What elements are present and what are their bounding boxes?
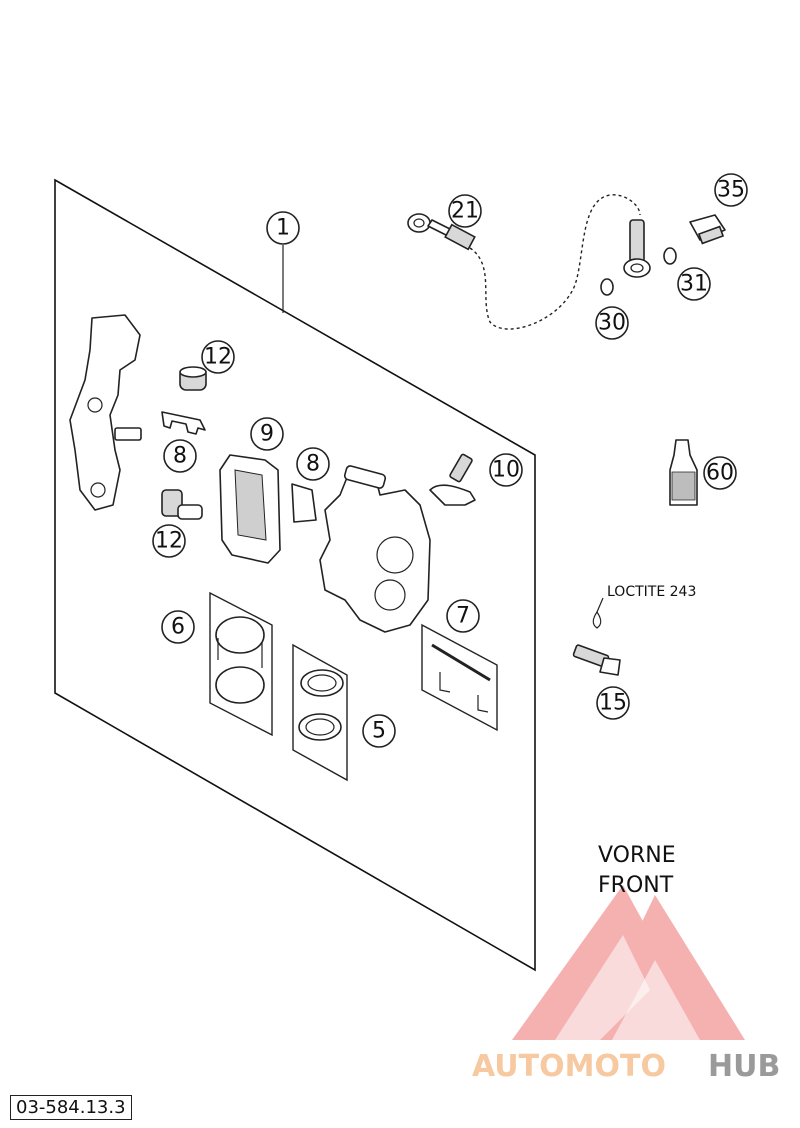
figure-code: 03-584.13.3 (10, 1095, 132, 1120)
svg-text:6: 6 (171, 615, 185, 640)
bolt-15 (572, 644, 621, 676)
clip-8-top (161, 411, 206, 435)
callout-31: 31 (677, 267, 711, 301)
svg-text:1: 1 (276, 216, 290, 241)
callout-8-right: 8 (296, 447, 330, 481)
pin-12-bottom (161, 489, 203, 520)
callout-21: 21 (448, 194, 482, 228)
svg-text:30: 30 (598, 311, 626, 336)
callout-10: 10 (489, 453, 523, 487)
callout-30: 30 (595, 306, 629, 340)
loctite-label: LOCTITE 243 (607, 584, 696, 600)
direction-label-en: FRONT (598, 873, 674, 898)
svg-text:31: 31 (680, 272, 708, 297)
kit-panel (54, 178, 536, 972)
svg-text:10: 10 (492, 458, 520, 483)
callout-12-top: 12 (201, 340, 235, 374)
pistons-kit-6 (209, 591, 273, 737)
svg-text:8: 8 (173, 444, 187, 469)
brake-pad-9 (219, 454, 281, 564)
svg-text:12: 12 (204, 345, 232, 370)
callout-6: 6 (161, 610, 195, 644)
callout-1: 1 (266, 211, 300, 245)
svg-text:7: 7 (456, 604, 470, 629)
clip-8-right (291, 483, 317, 523)
banjo-fitting-21 (407, 213, 476, 251)
svg-text:9: 9 (260, 422, 274, 447)
watermark-text-b: HUB (708, 1049, 780, 1084)
svg-text:12: 12 (155, 529, 183, 554)
svg-text:8: 8 (306, 452, 320, 477)
callout-8-left: 8 (163, 439, 197, 473)
loctite-drop (592, 610, 602, 629)
svg-text:60: 60 (706, 461, 734, 486)
callout-35: 35 (714, 173, 748, 207)
svg-text:35: 35 (717, 178, 745, 203)
caliper-body (319, 465, 431, 633)
callout-9: 9 (250, 417, 284, 451)
watermark-logo (512, 885, 745, 1040)
watermark-text-a: AUTOMOTO (472, 1049, 666, 1084)
brake-line (469, 194, 641, 330)
svg-text:21: 21 (451, 199, 479, 224)
callout-7: 7 (446, 599, 480, 633)
bushing-12-top (179, 366, 207, 391)
seals-kit-5 (292, 643, 348, 782)
callout-15: 15 (596, 686, 630, 720)
banjo-bolt-assembly (600, 214, 726, 296)
bleed-screw-10 (429, 453, 476, 506)
callout-5: 5 (362, 714, 396, 748)
direction-label-de: VORNE (598, 843, 676, 868)
loctite-bottle-60 (669, 439, 698, 506)
caliper-bracket (69, 314, 141, 511)
pin-kit-7 (421, 623, 498, 732)
svg-text:5: 5 (372, 719, 386, 744)
callout-12-bottom: 12 (152, 524, 186, 558)
callout-60: 60 (703, 456, 737, 490)
svg-text:15: 15 (599, 691, 627, 716)
